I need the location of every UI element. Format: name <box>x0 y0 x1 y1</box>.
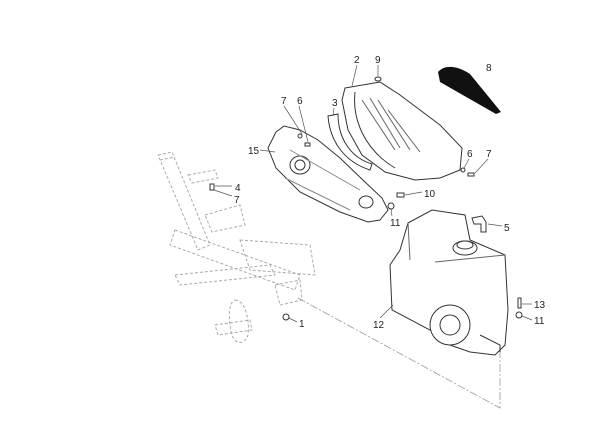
callout-c7b: 7 <box>486 149 492 160</box>
part-3-guide-strip <box>327 113 373 171</box>
callout-c11b: 11 <box>534 316 545 327</box>
callout-c8: 8 <box>486 63 492 74</box>
callout-c1: 1 <box>299 319 305 330</box>
callout-c6b: 6 <box>467 149 473 160</box>
callout-c4: 4 <box>235 183 241 194</box>
callout-c10: 10 <box>424 189 436 200</box>
callout-c11a: 11 <box>390 218 401 229</box>
callout-c7c: 7 <box>234 195 240 206</box>
part-2-outer-cover <box>341 81 463 181</box>
part-9-fastener <box>374 76 382 82</box>
callout-c13: 13 <box>534 300 546 311</box>
callout-c9: 9 <box>375 55 381 66</box>
alignment-line <box>297 297 501 409</box>
callout-c3: 3 <box>332 98 338 109</box>
tiller-frame-ghost <box>157 151 316 343</box>
part-8-wedge-decal <box>438 66 501 114</box>
part-5-hose-elbow <box>471 215 487 233</box>
callout-c15: 15 <box>248 146 260 157</box>
leader-lines <box>213 64 533 323</box>
callout-c12: 12 <box>373 320 385 331</box>
callout-c7a: 7 <box>281 96 287 107</box>
part-15-cover-plate <box>267 125 389 223</box>
fasteners <box>209 133 523 321</box>
part-12-engine <box>389 209 509 356</box>
callout-c5: 5 <box>504 223 510 234</box>
callout-c6a: 6 <box>297 96 303 107</box>
callout-c2: 2 <box>354 55 360 66</box>
